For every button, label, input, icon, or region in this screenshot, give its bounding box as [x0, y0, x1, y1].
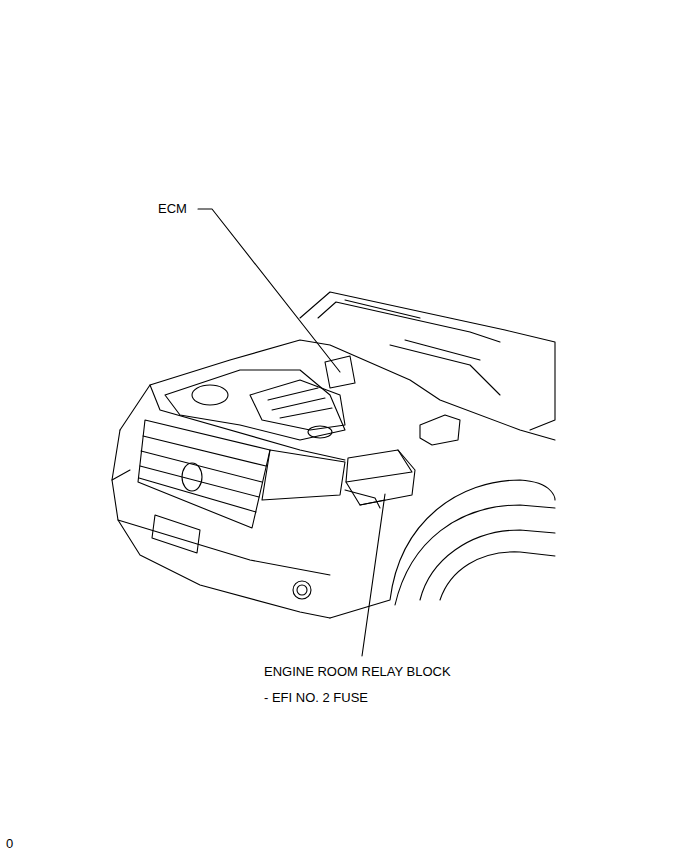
engine-bay — [165, 370, 345, 440]
fender-line — [150, 385, 345, 460]
part-label: ENGINE ROOM RELAY BLOCK — [264, 664, 451, 680]
hood-edge — [318, 302, 500, 342]
relay-block-edge — [346, 450, 412, 482]
note-label: - EFI NO. 2 FUSE — [264, 690, 368, 706]
part-label: ECM — [158, 201, 187, 217]
engine-part — [192, 385, 228, 405]
bumper — [112, 430, 330, 618]
fog-light — [297, 585, 307, 595]
license-plate — [152, 515, 200, 553]
leader-line — [198, 209, 340, 372]
headlight — [262, 450, 345, 500]
wheel-arch — [330, 480, 555, 618]
wiper — [345, 300, 500, 395]
engine-ribs — [268, 388, 332, 418]
bumper-line — [112, 470, 330, 575]
reservoir — [420, 415, 460, 445]
leader-line — [362, 494, 385, 656]
emblem — [182, 463, 202, 491]
relay-block — [346, 450, 415, 505]
hood-outline — [300, 292, 555, 430]
body-line — [120, 340, 555, 440]
wheel-arch-inner — [395, 505, 555, 605]
bracket — [345, 490, 385, 508]
engine-part — [308, 426, 332, 438]
grille-bars — [139, 436, 266, 512]
fog-light — [293, 581, 311, 599]
figure-number: 0 — [6, 836, 13, 852]
tire — [420, 530, 555, 600]
grille — [138, 420, 270, 528]
